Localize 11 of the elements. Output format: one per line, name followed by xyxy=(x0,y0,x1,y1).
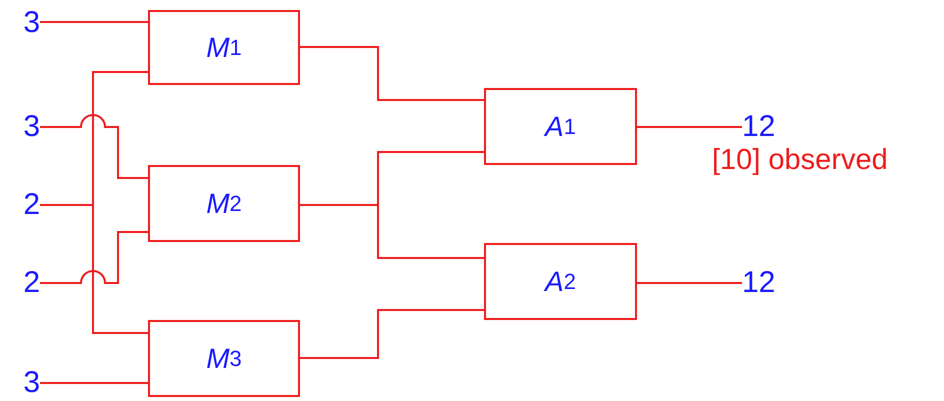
wire xyxy=(300,309,484,359)
wire xyxy=(300,46,484,101)
wire xyxy=(40,114,148,179)
annotation-text: [10] observed xyxy=(712,145,888,177)
wire xyxy=(40,382,148,384)
wire xyxy=(637,282,742,284)
wire xyxy=(300,204,484,259)
wire xyxy=(40,21,148,23)
wire xyxy=(637,126,742,128)
wire xyxy=(40,231,148,284)
wire xyxy=(40,204,148,334)
